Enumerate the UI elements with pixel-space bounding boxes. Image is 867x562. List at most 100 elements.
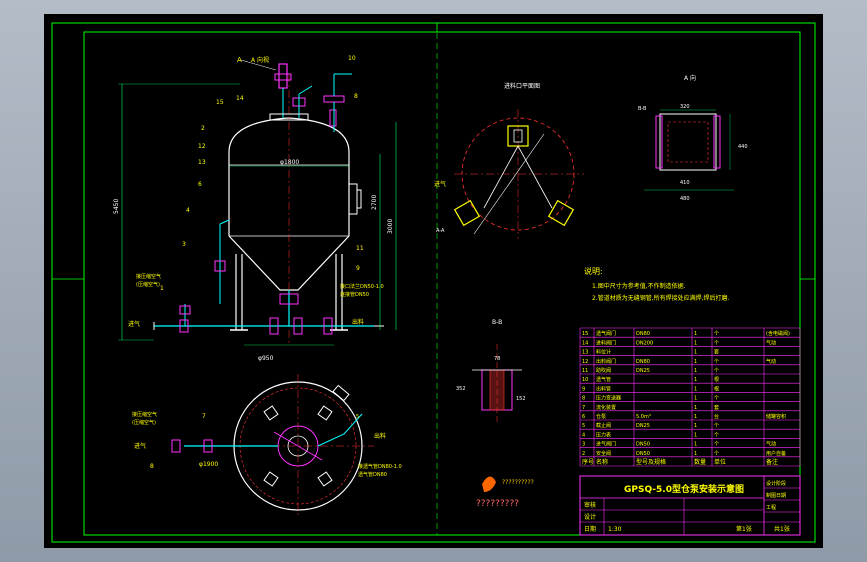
bom-cell-spec: DN80	[636, 359, 650, 365]
tb-right-cell-3: 工程	[766, 504, 776, 511]
bom-cell-qty: 1	[694, 451, 697, 457]
bom-header-cell: 型号及规格	[636, 458, 666, 466]
bom-cell-no: 3	[582, 442, 585, 448]
feed-view-title: 进料口平面图	[504, 82, 540, 90]
view-a-outer	[659, 113, 717, 171]
bom-cell-name: 压力表	[596, 431, 611, 438]
tb-right-cell-2: 制图日期	[766, 492, 786, 499]
dim-1800-text: φ1800	[280, 159, 299, 166]
mark-11: 11	[356, 245, 364, 252]
mark-9: 9	[356, 265, 360, 272]
feed-left-nozzle	[453, 199, 481, 227]
bom-cell-no: 13	[582, 350, 588, 356]
drawing-title: GPSQ-5.0型仓泵安装示意图	[624, 483, 744, 495]
plan-top-nozzle	[332, 384, 350, 402]
plan-annot-air: 接压缩空气	[132, 411, 157, 418]
dim-bb-2: 152	[516, 396, 526, 402]
bom-cell-name: 安全阀	[596, 450, 611, 457]
discharge-flange-b	[269, 317, 279, 335]
bom-cell-note: 气动	[766, 339, 776, 346]
bom-cell-no: 9	[582, 386, 585, 392]
logo-flame-icon	[482, 476, 496, 492]
bom-cell-qty: 1	[694, 386, 697, 392]
section-bb-view: B-B 352 152 78	[456, 319, 526, 424]
bom-cell-note: (含电磁阀)	[766, 330, 790, 337]
mark-15: 15	[216, 99, 224, 106]
bom-cell-unit: 个	[714, 396, 719, 402]
bom-cell-unit: 个	[714, 442, 719, 448]
annot-flange: 接口法兰DN50-1.0	[340, 283, 384, 290]
view-a: A 向 320 410 480 440 B-B	[638, 74, 748, 202]
plan-air-valve-b	[203, 439, 213, 453]
mark-2: 2	[201, 125, 205, 132]
cad-viewport[interactable]: 5450 3000 2700 φ1800 φ950 A A 向视 15 14 2…	[44, 14, 823, 548]
mark-13: 13	[198, 159, 206, 166]
view-a-left-flange	[655, 115, 663, 169]
mark-12: 12	[198, 143, 206, 150]
title-block-frame	[579, 475, 801, 536]
plan-view: 接压缩空气 (压缩空气) 进气 8 7 φ1900 5 出料 接透气管DN80-…	[132, 374, 402, 518]
bom-cell-qty: 1	[694, 331, 697, 337]
tb-row-design: 设计	[584, 513, 596, 521]
bom-cell-name: 出料管	[596, 385, 611, 392]
bom-cell-note: 气动	[766, 441, 776, 448]
bom-cell-note: 储罐容积	[766, 413, 786, 420]
plan-dim-1900: φ1900	[199, 461, 218, 468]
bom-cell-qty: 1	[694, 405, 697, 411]
dim-2700-text: 2700	[371, 195, 378, 210]
bom-cell-name: 压力变送器	[596, 395, 621, 402]
bom-cell-name: 透气管	[596, 376, 611, 383]
mark-3: 3	[182, 241, 186, 248]
logo-text: ??????????	[502, 479, 534, 486]
bom-header-cell: 名称	[596, 458, 608, 466]
dim-320: 320	[680, 104, 690, 110]
feed-spoke-right	[517, 145, 553, 209]
bom-cell-name: 流化装置	[596, 404, 616, 411]
bom-cell-qty: 1	[694, 340, 697, 346]
discharge-flange-d	[323, 317, 333, 335]
inner-border	[83, 31, 801, 536]
bom-cell-spec: DN50	[636, 451, 650, 457]
air-pipe-elbow	[219, 219, 230, 225]
bom-cell-no: 15	[582, 331, 588, 337]
side-manhole-flange	[356, 189, 362, 209]
bom-cell-qty: 1	[694, 368, 697, 374]
plan-mark-8: 8	[150, 463, 154, 470]
mark-4: 4	[186, 207, 190, 214]
bom-cell-qty: 1	[694, 359, 697, 365]
right-top-valve-body	[323, 95, 345, 103]
air-in-plan: 进气	[134, 442, 146, 450]
discharge-label: 出料	[352, 318, 364, 326]
bom-cell-spec: DN50	[636, 442, 650, 448]
notes: 说明: 1.图中尺寸为参考值,不作制造依据. 2.管道材质为无缝钢管,所有焊接处…	[584, 266, 730, 302]
watermark-text: ?????????	[476, 499, 519, 509]
section-mark-B: B-B	[638, 106, 647, 112]
bom-cell-unit: 根	[714, 376, 719, 383]
bom-cell-spec: DN25	[636, 423, 650, 429]
elevation-view: 5450 3000 2700 φ1800 φ950 A A 向视 15 14 2…	[113, 55, 397, 362]
bom-cell-name: 助吹阀	[596, 367, 611, 374]
bom-cell-qty: 1	[694, 414, 697, 420]
bom-cell-qty: 1	[694, 423, 697, 429]
bom-cell-name: 料位计	[596, 349, 611, 356]
plan-mark-7: 7	[202, 413, 206, 420]
tb-row-review: 审核	[584, 501, 596, 509]
plan-lug-4	[263, 471, 279, 487]
tb-total: 共1张	[774, 525, 790, 533]
bom-cell-qty: 1	[694, 396, 697, 402]
bom-cell-unit: 套	[714, 349, 719, 356]
discharge-plan: 出料	[374, 432, 386, 440]
bom-cell-name: 透气阀门	[596, 330, 616, 337]
bom-cell-no: 2	[582, 451, 585, 457]
bom-cell-name: 进料阀门	[596, 339, 616, 346]
bom-cell-qty: 1	[694, 377, 697, 383]
tb-right-cell-1: 设计阶段	[766, 480, 786, 487]
bom-cell-qty: 1	[694, 432, 697, 438]
annot-flange2: 连接管DN50	[340, 291, 369, 298]
bom-cell-unit: 个	[714, 331, 719, 337]
bom-cell-unit: 个	[714, 359, 719, 365]
bom-cell-name: 出料阀门	[596, 358, 616, 365]
air-inlet-valve	[179, 305, 191, 315]
bom-cell-no: 10	[582, 377, 588, 383]
